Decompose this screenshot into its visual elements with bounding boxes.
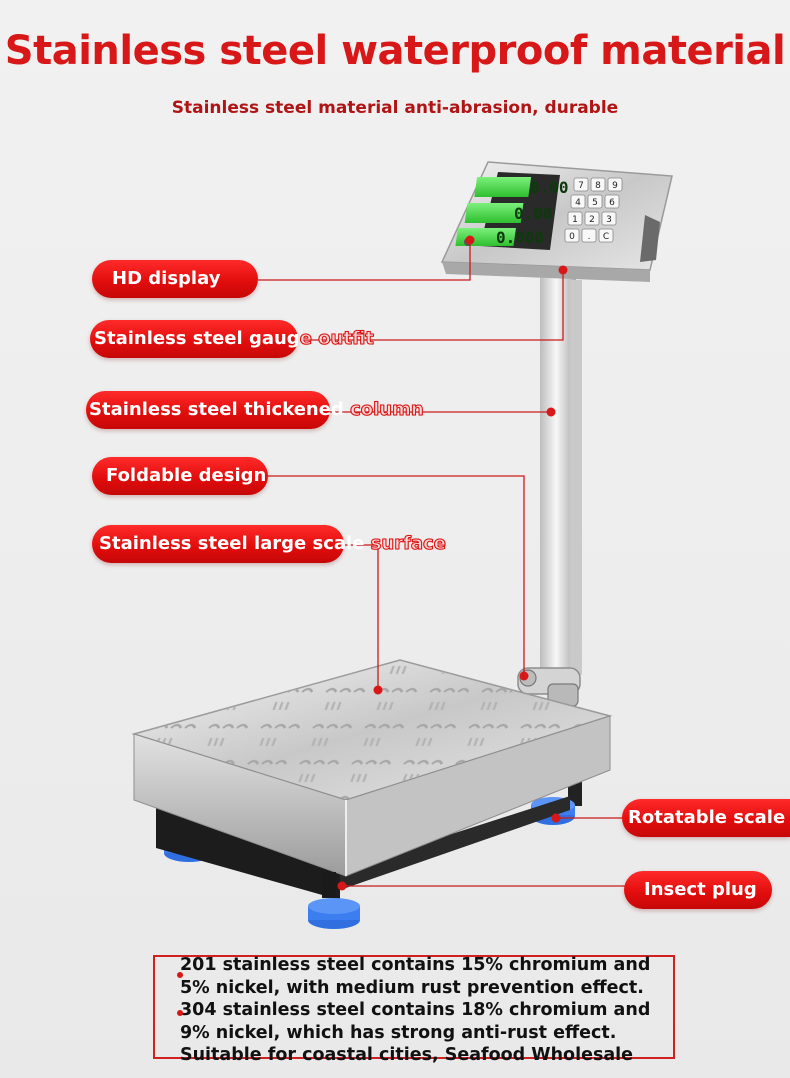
keypad-key: 5 [587,194,603,209]
keypad-key: C [598,228,614,243]
lcd-readout-bottom: 0.000 [496,228,544,247]
keypad-key: 3 [601,211,617,226]
lcd-readout-mid: 0.00 [514,204,553,223]
marker-surface [373,685,383,695]
keypad-key: 2 [584,211,600,226]
leader-lines [258,240,626,887]
label-rotatable-text: Rotatable scale f [628,807,790,828]
page-title: Stainless steel waterproof material [4,28,786,74]
marker-foldable [519,671,529,681]
label-large-scale-surface: Stainless steel large scale surface [92,525,446,563]
marker-gauge-outfit [558,265,568,275]
lcd-top [474,177,532,197]
note-box [153,955,675,1059]
lcd-mid [464,203,524,223]
note-text: 201 stainless steel contains 15% chromiu… [180,955,651,1065]
keypad-key-label: 3 [606,215,612,225]
label-insect-plug: Insect plug [624,871,772,909]
label-surface-text: Stainless steel large scale [99,533,365,554]
marker-hd-display [465,235,475,245]
marker-column [546,407,556,417]
lcd-readout-top: 0.00 [530,178,569,197]
keypad-key: 0 [564,228,580,243]
keypad-key-label: 9 [612,181,618,191]
label-column-text: Stainless steel thickened [89,399,344,420]
label-column-overflow: column [343,399,425,421]
keypad-key: 1 [567,211,583,226]
label-gauge-outfit-text: Stainless steel gaug [94,328,300,349]
label-foldable-design: Foldable design [92,457,268,495]
keypad-key-label: 1 [572,215,578,225]
keypad: 7 8 9 4 5 6 1 2 3 0. C [564,177,623,243]
keypad-key: 6 [604,194,620,209]
keypad-key-label: 7 [578,181,584,191]
label-insect-plug-text: Insect plug [644,879,757,900]
keypad-key-label: 6 [609,198,615,208]
keypad-key-label: C [603,232,609,242]
marker-rotatable [551,813,561,823]
label-foldable-text: Foldable design [106,465,267,486]
label-surface-overflow: surface [364,533,446,555]
keypad-key: 4 [570,194,586,209]
platform [131,659,613,877]
foot-front-left [308,872,360,929]
label-gauge-outfit-overflow: e outfit [299,328,374,350]
keypad-key: 8 [590,177,606,192]
keypad-key: . [581,228,597,243]
fold-hinge [517,667,581,707]
keypad-key-label: 2 [589,215,595,225]
page-subtitle: Stainless steel material anti-abrasion, … [171,98,619,118]
label-thickened-column: Stainless steel thickened column [86,391,424,429]
label-gauge-outfit: Stainless steel gauge outfit [90,320,374,358]
keypad-key-label: 5 [592,198,598,208]
keypad-key-label: . [588,232,591,242]
keypad-key-label: 8 [595,181,601,191]
keypad-key-label: 4 [575,198,581,208]
label-hd-display-text: HD display [112,268,221,289]
keypad-key: 9 [607,177,623,192]
label-hd-display: HD display [92,260,258,298]
label-rotatable-scale-foot: Rotatable scale f [622,799,790,837]
keypad-key-label: 0 [569,232,575,242]
keypad-key: 7 [573,177,589,192]
marker-insect-plug [337,881,347,891]
indicator-head: 7 8 9 4 5 6 1 2 3 0. C [440,161,673,282]
